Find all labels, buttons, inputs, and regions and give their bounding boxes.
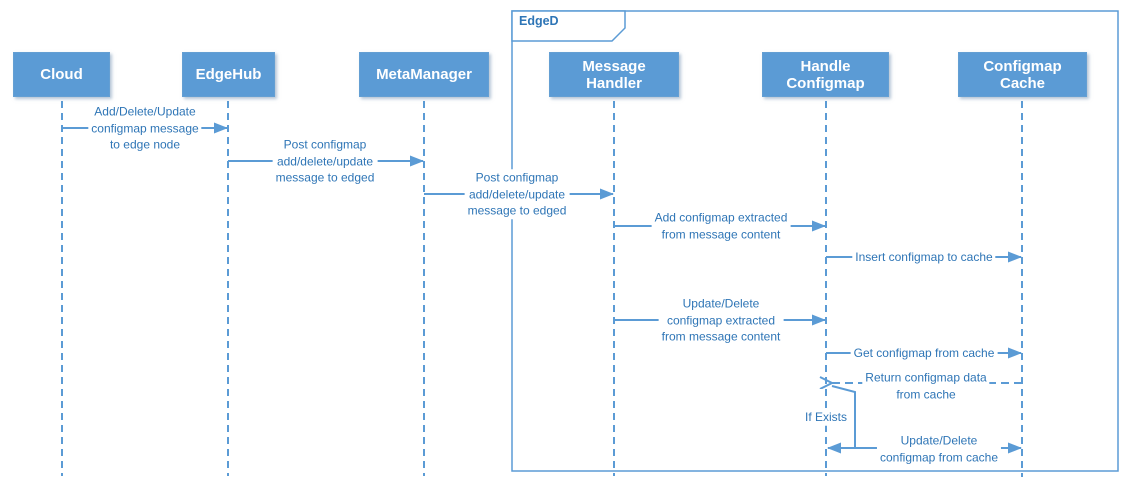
condition-label-if-exists: If Exists	[801, 408, 851, 426]
actor-edgehub: EdgeHub	[182, 52, 275, 97]
message-label-get-configmap-from-cache: Get configmap from cache	[850, 344, 998, 362]
lifelines	[61, 101, 1023, 477]
actor-configmap-cache: Configmap Cache	[958, 52, 1087, 97]
actor-metamanager: MetaManager	[359, 52, 489, 97]
message-label-return-configmap-data: Return configmap data from cache	[862, 369, 990, 403]
message-label-post-configmap-to-metamanager: Post configmap add/delete/update message…	[272, 136, 378, 186]
actor-cloud-label: Cloud	[40, 66, 83, 83]
message-label-post-configmap-to-handler: Post configmap add/delete/update message…	[464, 169, 570, 219]
actor-message-handler-label: Message Handler	[582, 57, 646, 92]
if-exists-branch-line	[831, 385, 856, 448]
actor-handle-configmap: Handle Configmap	[762, 52, 889, 97]
message-label-add-delete-update-configmap: Add/Delete/Update configmap message to e…	[88, 103, 202, 153]
message-label-insert-configmap-to-cache: Insert configmap to cache	[852, 248, 996, 266]
message-label-update-delete-configmap-extracted: Update/Delete configmap extracted from m…	[658, 295, 784, 345]
actor-handle-configmap-label: Handle Configmap	[786, 57, 865, 92]
actor-configmap-cache-label: Configmap Cache	[983, 57, 1062, 92]
message-label-add-configmap-extracted: Add configmap extracted from message con…	[651, 209, 791, 243]
actor-message-handler: Message Handler	[549, 52, 679, 97]
edged-frame-label: EdgeD	[519, 14, 559, 28]
message-label-update-delete-configmap-from-cache: Update/Delete configmap from cache	[876, 432, 1002, 466]
actor-edgehub-label: EdgeHub	[195, 66, 262, 83]
actor-cloud: Cloud	[13, 52, 110, 97]
edged-frame	[511, 10, 1119, 472]
actor-metamanager-label: MetaManager	[376, 66, 472, 83]
